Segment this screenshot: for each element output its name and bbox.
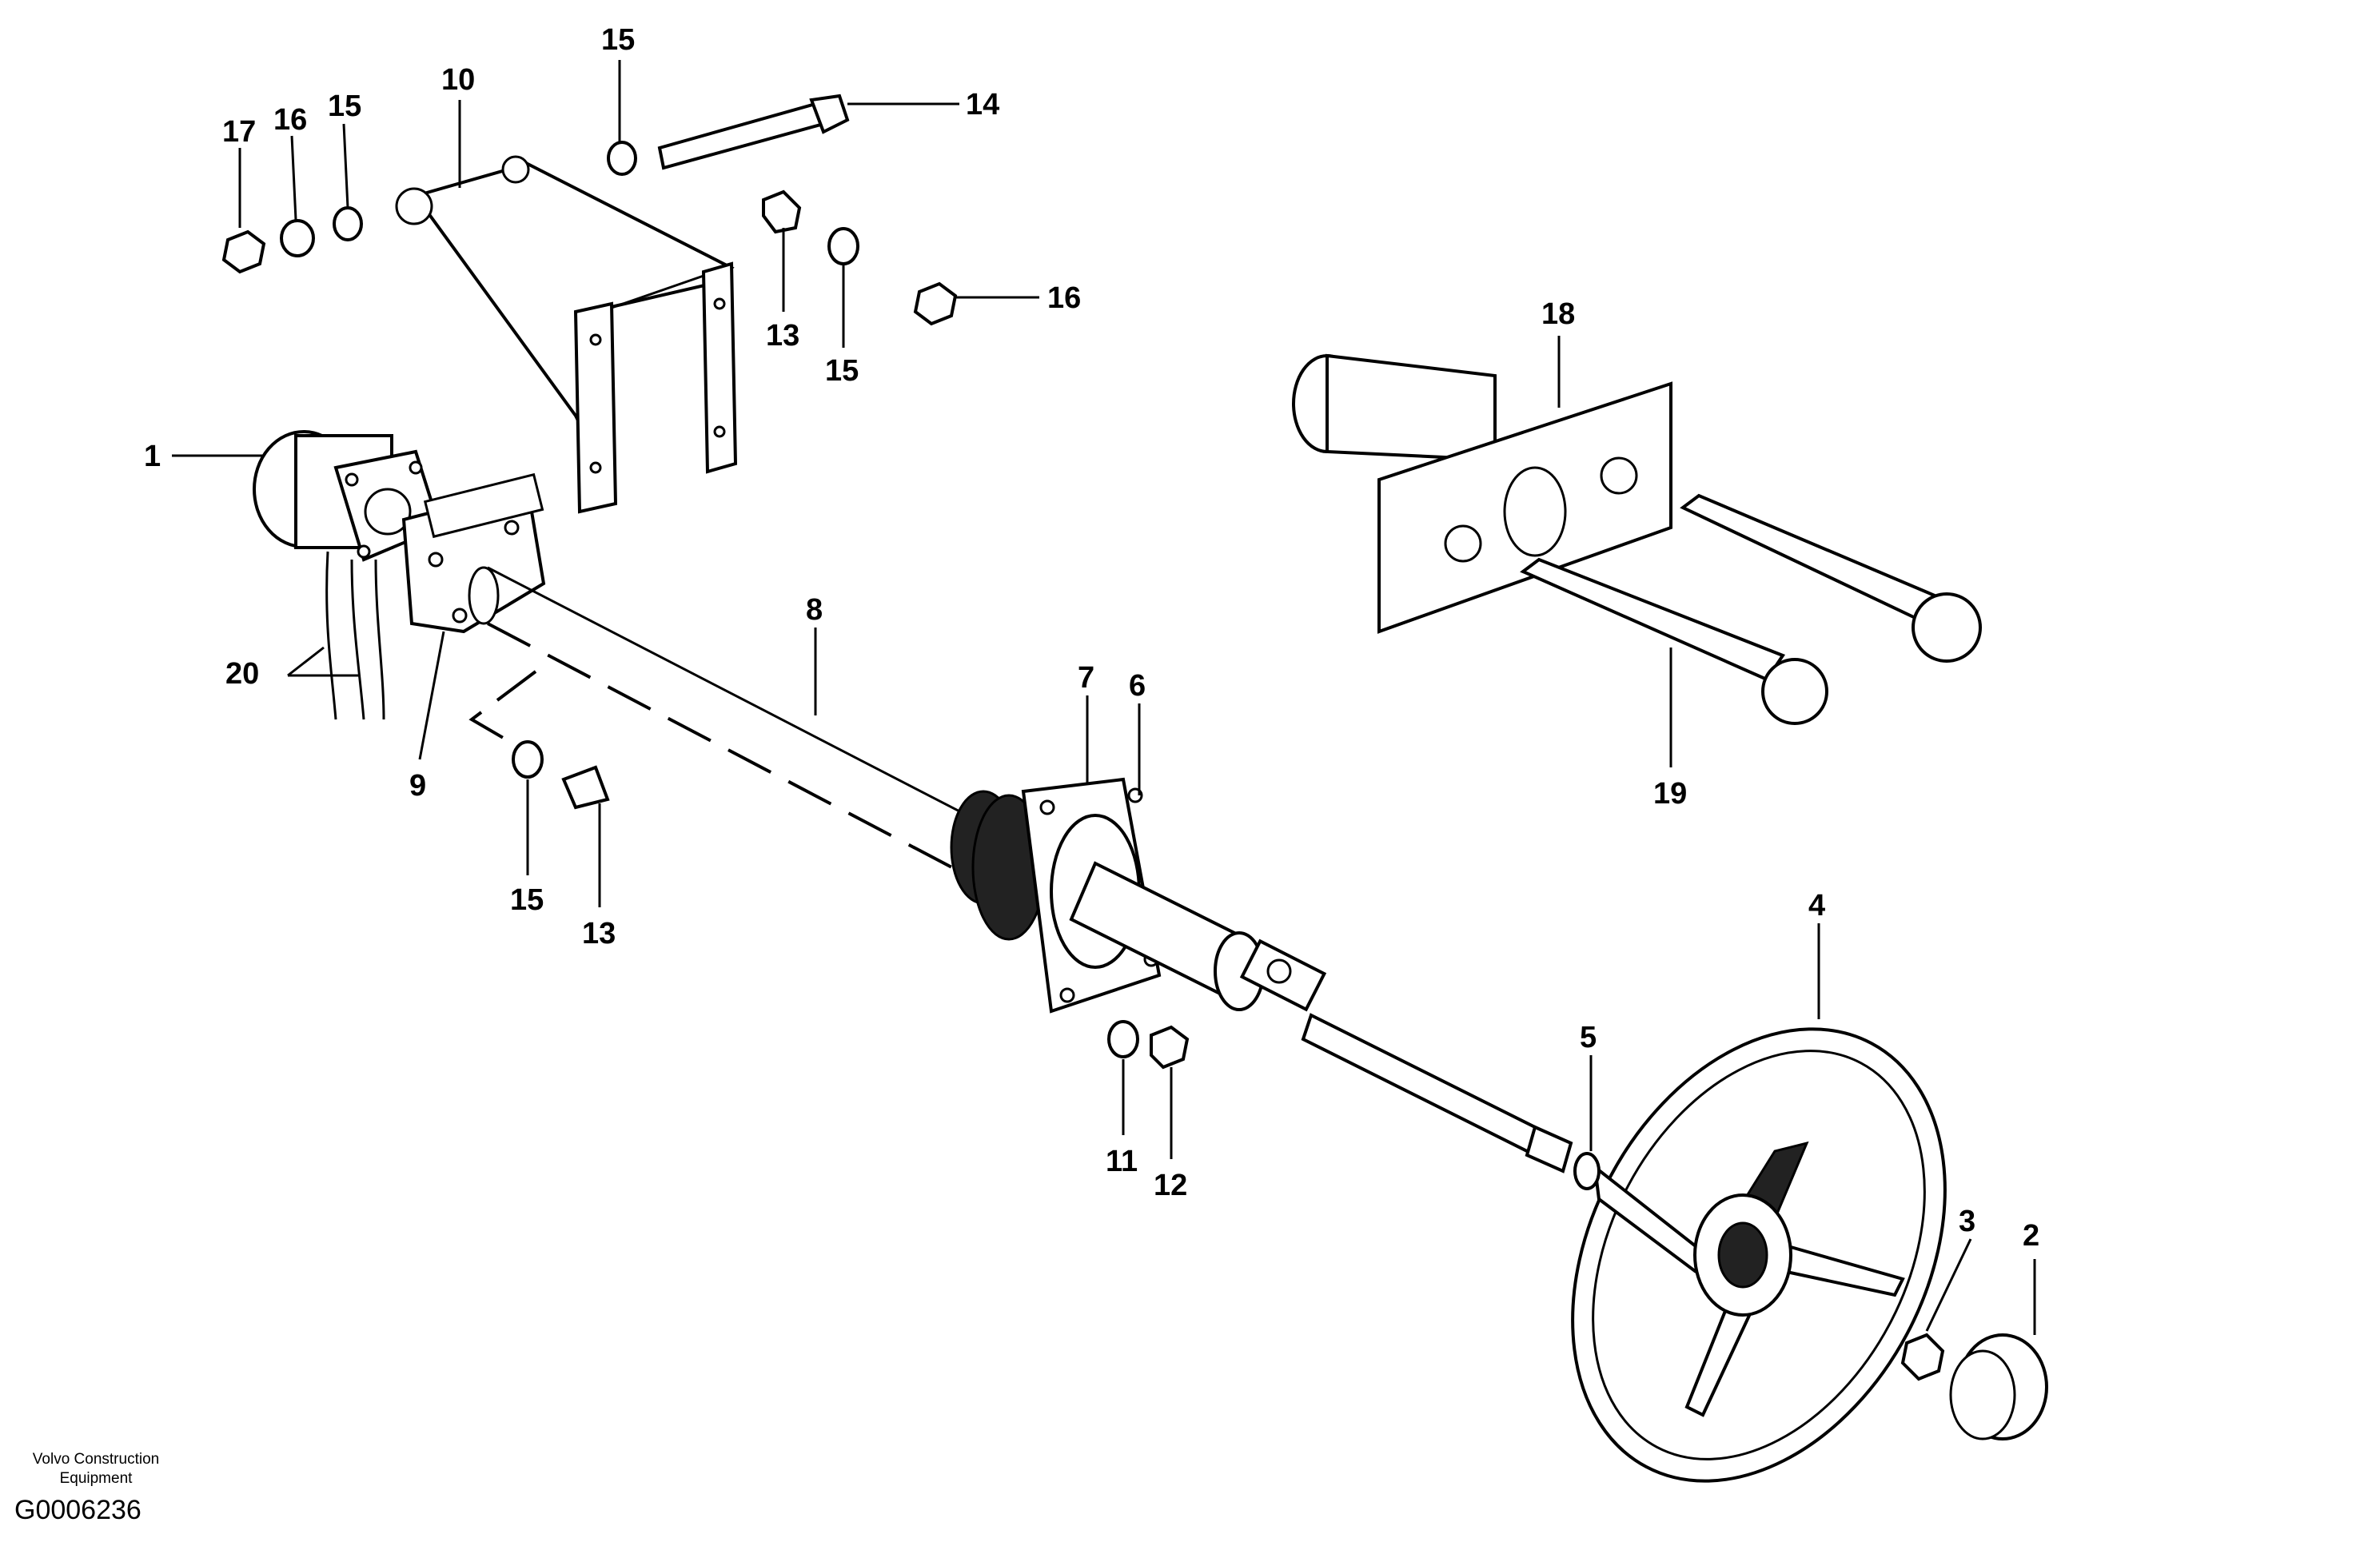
bolt-head-part-14	[809, 94, 850, 134]
callout-20: 20	[225, 657, 259, 691]
column-tube-part-8	[468, 566, 968, 873]
screw-part-13-top	[762, 189, 802, 234]
nut-part-17	[221, 229, 266, 274]
tool-plate-part-18	[1292, 353, 1672, 634]
washer-part-11	[1107, 1020, 1139, 1058]
callout-15-left: 15	[328, 90, 361, 123]
washer-part-5	[1573, 1152, 1601, 1190]
callout-1: 1	[144, 440, 161, 473]
callout-18: 18	[1541, 297, 1575, 331]
callout-15-top: 15	[601, 23, 635, 57]
callout-4: 4	[1808, 889, 1825, 922]
callout-6: 6	[1129, 669, 1146, 703]
callout-2: 2	[2023, 1219, 2039, 1253]
nut-part-3	[1900, 1333, 1945, 1381]
callout-10: 10	[441, 63, 475, 97]
washer-part-15-upper	[607, 141, 637, 176]
flange-plate-part-9	[401, 472, 546, 634]
callout-labels: 1 2 3 4 5 6 7 8 9 10 11 12 13 13 14 15 1…	[144, 23, 2039, 1253]
callout-9: 9	[409, 769, 426, 803]
shaft-universal-joint	[1069, 861, 1573, 1173]
company-line-2: Equipment	[59, 1470, 133, 1487]
callout-19: 19	[1653, 777, 1687, 811]
callout-15-mid: 15	[825, 354, 859, 388]
bolts-part-19	[1520, 493, 1982, 725]
callout-17: 17	[222, 115, 256, 149]
washer-part-15-mid	[827, 227, 859, 265]
nut-part-12	[1150, 1025, 1190, 1070]
callout-3: 3	[1959, 1205, 1975, 1238]
washer-part-15-lower	[512, 740, 544, 779]
callout-13-top: 13	[766, 319, 799, 353]
company-name: Volvo Construction Equipment	[16, 1450, 176, 1488]
steering-wheel-part-4	[1571, 1027, 1947, 1483]
leader-lines	[172, 60, 2036, 1335]
drawing-code: G0006236	[14, 1495, 142, 1525]
locator-dashed-line	[468, 670, 537, 749]
small-hardware	[221, 94, 1190, 1070]
callout-7: 7	[1078, 661, 1094, 695]
callout-13-lower: 13	[582, 917, 616, 950]
callout-16-right: 16	[1047, 281, 1081, 315]
callout-16-left: 16	[273, 103, 307, 137]
callout-12: 12	[1154, 1169, 1187, 1202]
callout-15-lower: 15	[510, 883, 544, 917]
nut-part-16-right	[913, 281, 958, 326]
bracket-part-10	[395, 155, 738, 514]
callout-11: 11	[1106, 1145, 1138, 1178]
hoses-part-20	[325, 551, 385, 720]
callout-14: 14	[966, 88, 999, 122]
bolt-part-14	[657, 102, 826, 170]
screw-part-13-lower	[561, 765, 610, 810]
company-line-1: Volvo Construction	[32, 1451, 160, 1468]
cap-part-2	[1949, 1333, 2048, 1440]
callout-5: 5	[1580, 1021, 1597, 1054]
nut-part-16-top	[280, 219, 315, 257]
callout-8: 8	[806, 593, 823, 627]
washer-part-15-top	[333, 206, 363, 241]
